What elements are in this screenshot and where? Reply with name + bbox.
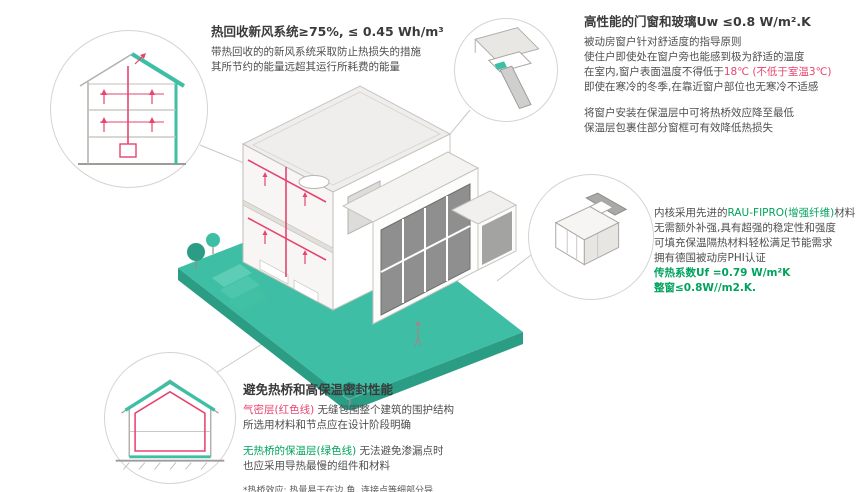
- windows-line-5: 将窗户安装在保温层中可将热桥效应降至最低: [584, 106, 794, 119]
- thermal-callout-circle: [104, 352, 236, 484]
- ventilation-line-1: 带热回收的的新风系统采取防止热损失的措施: [211, 46, 421, 59]
- house-section: [77, 51, 186, 165]
- ground: [115, 459, 225, 470]
- profile-text-block: 内核采用先进的RAU-FIPRO(增强纤维)材料 无需额外补强,具有超强的稳定性…: [654, 206, 865, 295]
- window-profile: [554, 192, 628, 266]
- frame-profile-callout-circle: [528, 174, 654, 300]
- rau-fipro-label: RAU-FIPRO(增强纤维): [727, 207, 835, 219]
- windows-temperature-highlight: 18℃ (不低于室温3℃): [723, 66, 832, 79]
- profile-line-1-suffix: 材料: [834, 207, 856, 219]
- ventilation-title: 热回收新风系统≥75%, ≤ 0.45 Wh/m³: [211, 24, 444, 39]
- isometric-house-illustration: [178, 85, 523, 410]
- insulation-layer-line: [124, 380, 216, 412]
- thermal-line-3: 无热桥的保温层(绿色线) 无法避免渗漏点时: [243, 444, 548, 459]
- windows-title: 高性能的门窗和玻璃Uw ≤0.8 W/m².K: [584, 14, 811, 29]
- ventilation-house-section-icon: [77, 51, 186, 165]
- thermal-title: 避免热桥和高保温密封性能: [243, 382, 394, 397]
- person-figure: [414, 321, 422, 347]
- ventilation-callout-circle: [50, 30, 208, 188]
- windows-line-4: 即使在寒冷的冬季,在靠近窗户部位也无寒冷不适感: [584, 80, 819, 93]
- insulation-layer-label: 无热桥的保温层(绿色线): [243, 445, 357, 458]
- windows-line-6: 保温层包裹住部分窗框可有效降低热损失: [584, 121, 773, 134]
- tree-icon: [342, 382, 358, 406]
- windows-text-block: 高性能的门窗和玻璃Uw ≤0.8 W/m².K 被动房窗户针对舒适度的指导原则 …: [584, 14, 862, 136]
- windows-line-2: 使住户即使处在窗户旁也能感到极为舒适的温度: [584, 51, 805, 64]
- bathtub: [298, 175, 330, 189]
- thermal-footnote: *热桥效应: 热量易于在边,角, 连接点等细部分导: [243, 485, 433, 492]
- ventilation-line-2: 其所节约的能量远超其运行所耗费的能量: [211, 61, 400, 74]
- garden-steps: [212, 264, 268, 311]
- windows-line-1: 被动房窗户针对舒适度的指导原则: [584, 36, 742, 49]
- window-corner-detail: [474, 27, 540, 110]
- window-detail-callout-circle: [454, 18, 558, 122]
- profile-line-1-prefix: 内核采用先进的: [654, 207, 728, 219]
- thermal-line-2: 所选用材料和节点应在设计阶段明确: [243, 419, 411, 432]
- thermal-line-1: 气密层(红色线) 无缝包围整个建筑的围护结构: [243, 403, 548, 418]
- ventilation-text-block: 热回收新风系统≥75%, ≤ 0.45 Wh/m³ 带热回收的的新风系统采取防止…: [211, 24, 466, 75]
- thermal-text-block: 避免热桥和高保温密封性能 气密层(红色线) 无缝包围整个建筑的围护结构 所选用材…: [243, 382, 548, 492]
- window-corner-detail-icon: [474, 27, 540, 110]
- air-flow-arrows: [100, 52, 155, 132]
- u-value-frame: 传热系数Uf =0.79 W/m²K: [654, 266, 791, 279]
- windows-line-3: 在室内,窗户表面温度不得低于18℃ (不低于室温3℃): [584, 65, 862, 80]
- ventilation-duct-lines: [247, 159, 327, 277]
- profile-line-3: 可填充保温隔热材料轻松满足节能需求: [654, 236, 833, 249]
- profile-line-4: 拥有德国被动房PHI认证: [654, 251, 766, 264]
- profile-line-1: 内核采用先进的RAU-FIPRO(增强纤维)材料: [654, 206, 865, 221]
- profile-line-2: 无需额外补强,具有超强的稳定性和强度: [654, 221, 836, 234]
- thermal-line-1-text: 无缝包围整个建筑的围护结构: [314, 404, 455, 417]
- glass-box: [450, 190, 518, 271]
- airtight-layer-line: [134, 390, 206, 452]
- airtight-layer-label: 气密层(红色线): [243, 404, 315, 417]
- ventilation-duct-lines: [99, 65, 164, 158]
- thermal-line-3-text: 无法避免渗漏点时: [356, 445, 444, 458]
- glazed-wing: [341, 151, 480, 325]
- u-value-window: 整窗≤0.8W//m2.K.: [654, 281, 757, 294]
- window-profile-icon: [554, 192, 628, 266]
- thermal-line-4: 也应采用导热最慢的组件和材料: [243, 459, 390, 472]
- duct-air-arrows: [262, 172, 308, 264]
- thermal-house-section-icon: [115, 379, 225, 470]
- tree-icon: [187, 233, 220, 269]
- windows-line-3-text: 在室内,窗户表面温度不得低于: [584, 66, 724, 79]
